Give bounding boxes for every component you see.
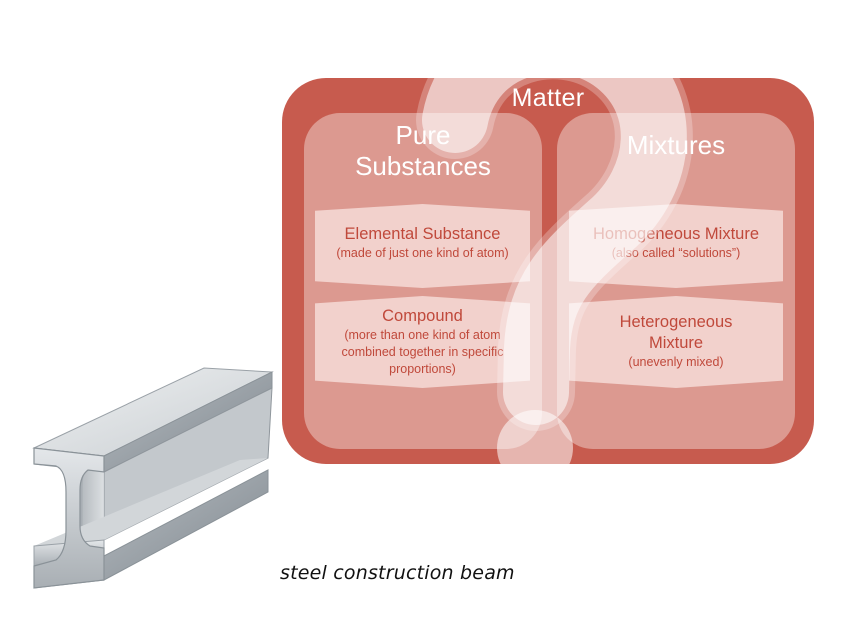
- elemental-subtitle: (made of just one kind of atom): [336, 246, 509, 260]
- heterogeneous-subtitle: (unevenly mixed): [628, 355, 724, 369]
- homogeneous-mixture-card: Homogeneous Mixture (also called “soluti…: [569, 204, 783, 288]
- heterogeneous-title-line2: Mixture: [648, 334, 704, 352]
- homogeneous-title: Homogeneous Mixture: [593, 225, 759, 243]
- compound-title: Compound: [382, 307, 463, 325]
- compound-subtitle-line3: proportions): [389, 362, 456, 376]
- pure-substances-title: Pure Substances: [304, 120, 542, 182]
- heterogeneous-title-line1: Heterogeneous: [619, 313, 733, 331]
- elemental-title: Elemental Substance: [344, 225, 501, 243]
- beam-caption: steel construction beam: [280, 562, 515, 584]
- compound-card: Compound (more than one kind of atom com…: [315, 296, 530, 388]
- pure-title-line2: Substances: [355, 151, 491, 181]
- heterogeneous-mixture-card: Heterogeneous Mixture (unevenly mixed): [569, 296, 783, 388]
- mixtures-title: Mixtures: [626, 130, 726, 160]
- matter-title: Matter: [511, 84, 585, 112]
- elemental-substance-card: Elemental Substance (made of just one ki…: [315, 204, 530, 288]
- compound-subtitle-line1: (more than one kind of atom: [344, 328, 501, 342]
- compound-subtitle-line2: combined together in specific: [341, 345, 504, 359]
- pure-title-line1: Pure: [395, 120, 451, 150]
- homogeneous-subtitle: (also called “solutions”): [611, 246, 741, 260]
